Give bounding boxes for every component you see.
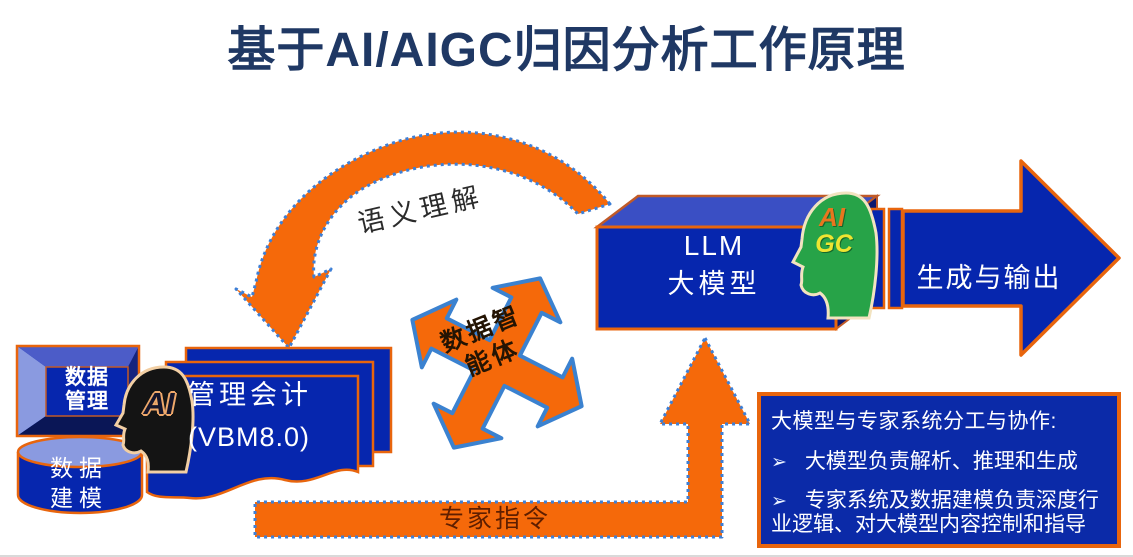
separator-bar [887,207,904,310]
info-box-bullet-1: ➢ 大模型负责解析、推理和生成 [771,450,1107,474]
data-modeling-label: 数据 建模 [26,453,132,513]
data-management-label: 数据 管理 [44,366,130,414]
output-arrow [901,159,1121,357]
curved-arrow [234,130,612,350]
llm-box [593,193,881,332]
aigc-head-icon [790,191,879,320]
expert-instruction-label: 专家指令 [438,506,551,533]
info-box-bullet-2: ➢专家系统及数据建模负责深度行业逻辑、对大模型内容控制和指导 [771,489,1107,536]
management-accounting-line2: (VBM8.0) [188,422,311,452]
data-modeling-cylinder [16,435,144,515]
aigc-head-line1: AI [819,202,845,232]
ai-head-icon [113,365,195,474]
expert-instruction-arrow [253,336,752,539]
llm-subtitle: 大模型 [667,269,761,299]
ai-head-text: AI [143,386,175,421]
collaboration-info-box: 大模型与专家系统分工与协作: ➢大模型负责解析、推理和生成 ➢专家系统及数据建模… [757,392,1121,548]
bullet-arrow-icon: ➢ [771,452,787,473]
stacked-box-front-document [145,374,360,500]
data-management-line2: 管理 [65,390,109,413]
management-accounting-line1: 管理会计 [188,380,312,410]
output-arrow-label: 生成与输出 [916,263,1062,293]
llm-label: LLM 大模型 [600,230,828,300]
aigc-head-line2: GC [815,230,853,258]
info-box-heading: 大模型与专家系统分工与协作: [771,410,1057,433]
aigc-head-text: AI GC [804,204,860,258]
data-modeling-line1: 数据 [50,455,108,481]
info-box-bullet-1-text: 大模型负责解析、推理和生成 [804,450,1078,473]
quad-arrow [410,276,584,450]
data-management-line1: 数据 [65,366,109,389]
page-title: 基于AI/AIGC归因分析工作原理 [227,24,906,77]
management-accounting-label: 管理会计 (VBM8.0) [188,374,383,458]
info-box-bullet-2-text: 专家系统及数据建模负责深度行业逻辑、对大模型内容控制和指导 [771,489,1099,536]
bullet-arrow-icon: ➢ [771,491,787,512]
data-modeling-line2: 建模 [50,485,108,511]
llm-title: LLM [683,230,745,261]
